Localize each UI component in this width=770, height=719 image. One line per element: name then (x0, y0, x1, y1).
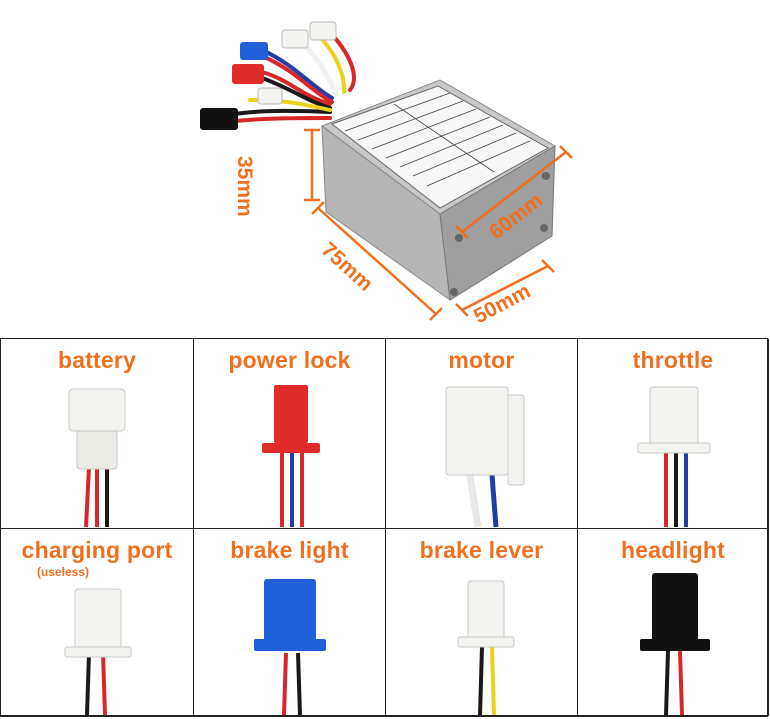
battery-plug-illustration (68, 388, 126, 528)
connector-power-lock: power lock (194, 339, 386, 529)
dimension-lines (304, 128, 573, 321)
charging-port-plug-illustration (64, 588, 132, 716)
headlight-plug-illustration (640, 573, 710, 716)
throttle-plug-illustration (637, 386, 711, 527)
connector-label: motor (448, 347, 515, 373)
connector-battery: battery (1, 339, 194, 529)
brake-light-plug-illustration (254, 579, 326, 716)
white-plug-3 (257, 87, 283, 105)
connector-brake-light: brake light (194, 529, 386, 716)
controller-box (320, 79, 556, 302)
connector-charging-port: charging port (useless) (1, 529, 194, 716)
connector-label: battery (57, 347, 137, 373)
connector-label: power lock (228, 347, 351, 373)
blue-plug (240, 42, 268, 60)
connector-label: throttle (632, 347, 714, 373)
connector-grid: battery power lock motor throttle (0, 338, 769, 717)
connector-label: brake light (230, 537, 349, 563)
white-plug-1 (281, 29, 309, 49)
connector-brake-lever: brake lever (386, 529, 578, 716)
connector-label: headlight (620, 537, 726, 563)
brake-lever-plug-illustration (457, 580, 515, 716)
white-plug-2 (309, 21, 337, 41)
controller-photo: 35mm 75mm 60mm 50mm (0, 0, 770, 338)
connector-label: charging port (21, 537, 173, 563)
connector-motor: motor (386, 339, 578, 529)
power-lock-plug-illustration (262, 385, 320, 527)
controller-illustration (200, 21, 573, 321)
dimension-height-label: 35mm (233, 156, 256, 217)
connector-headlight: headlight (578, 529, 769, 716)
connector-label: brake lever (419, 537, 544, 563)
connector-sublabel: (useless) (36, 565, 90, 579)
black-plug (200, 108, 238, 130)
red-plug (232, 64, 264, 84)
connector-throttle: throttle (578, 339, 769, 529)
motor-plug-illustration (445, 386, 525, 528)
